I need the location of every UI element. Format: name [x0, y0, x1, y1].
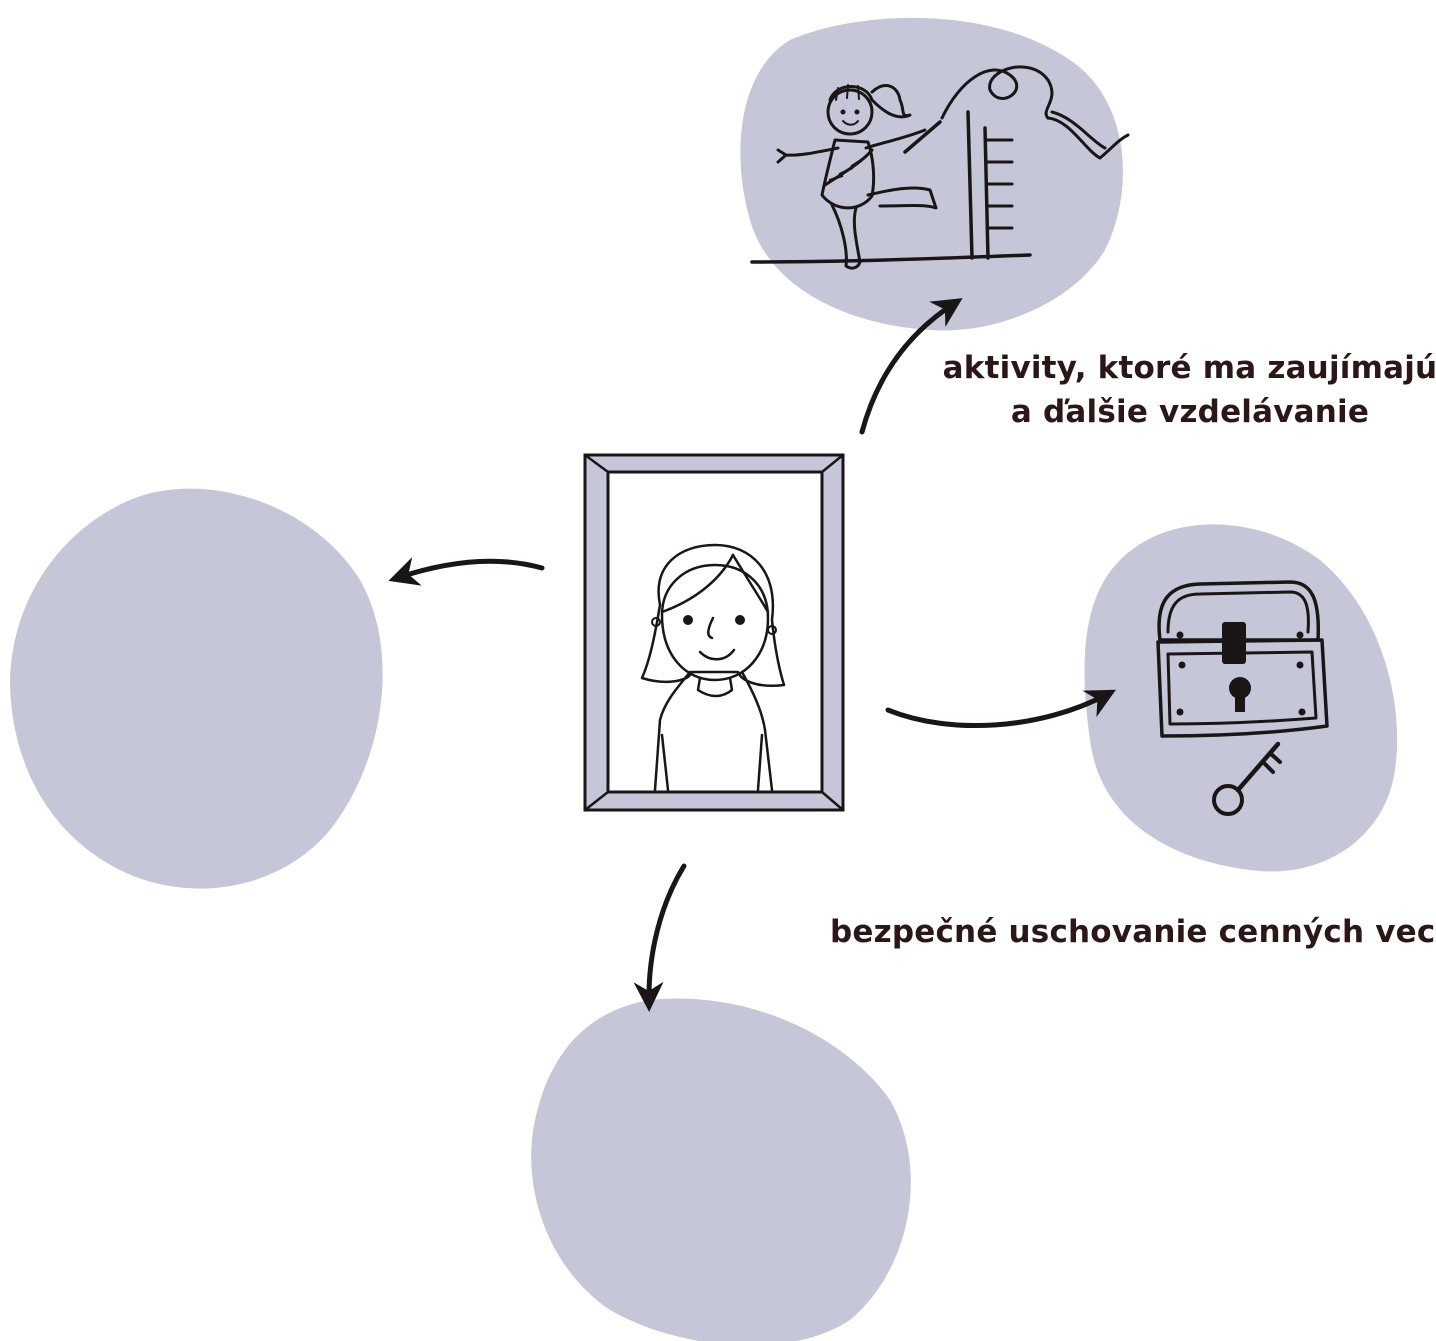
bubble-bottom-empty	[531, 998, 911, 1341]
bubble-left-empty	[10, 488, 383, 889]
gymnast-with-ribbon-icon	[750, 65, 1130, 270]
arrow-to-left	[388, 557, 545, 586]
arrow-to-safekeeping	[885, 689, 1116, 729]
caption-activities: aktivity, ktoré ma zaujímajú a ďalšie vz…	[940, 346, 1436, 434]
caption-safekeeping: bezpečné uschovanie cenných vecí	[830, 910, 1436, 954]
arrow-to-bottom	[633, 863, 687, 1012]
caption-safekeeping-line-1: bezpečné uschovanie cenných vecí	[830, 914, 1436, 950]
treasure-chest-with-key-icon	[1156, 580, 1329, 816]
arrow-to-activities	[859, 298, 963, 435]
caption-activities-line-1: aktivity, ktoré ma zaujímajú	[942, 350, 1436, 386]
bubble-activities	[740, 17, 1123, 331]
caption-activities-line-2: a ďalšie vzdelávanie	[1010, 394, 1370, 430]
framed-girl-portrait-icon	[583, 453, 845, 812]
